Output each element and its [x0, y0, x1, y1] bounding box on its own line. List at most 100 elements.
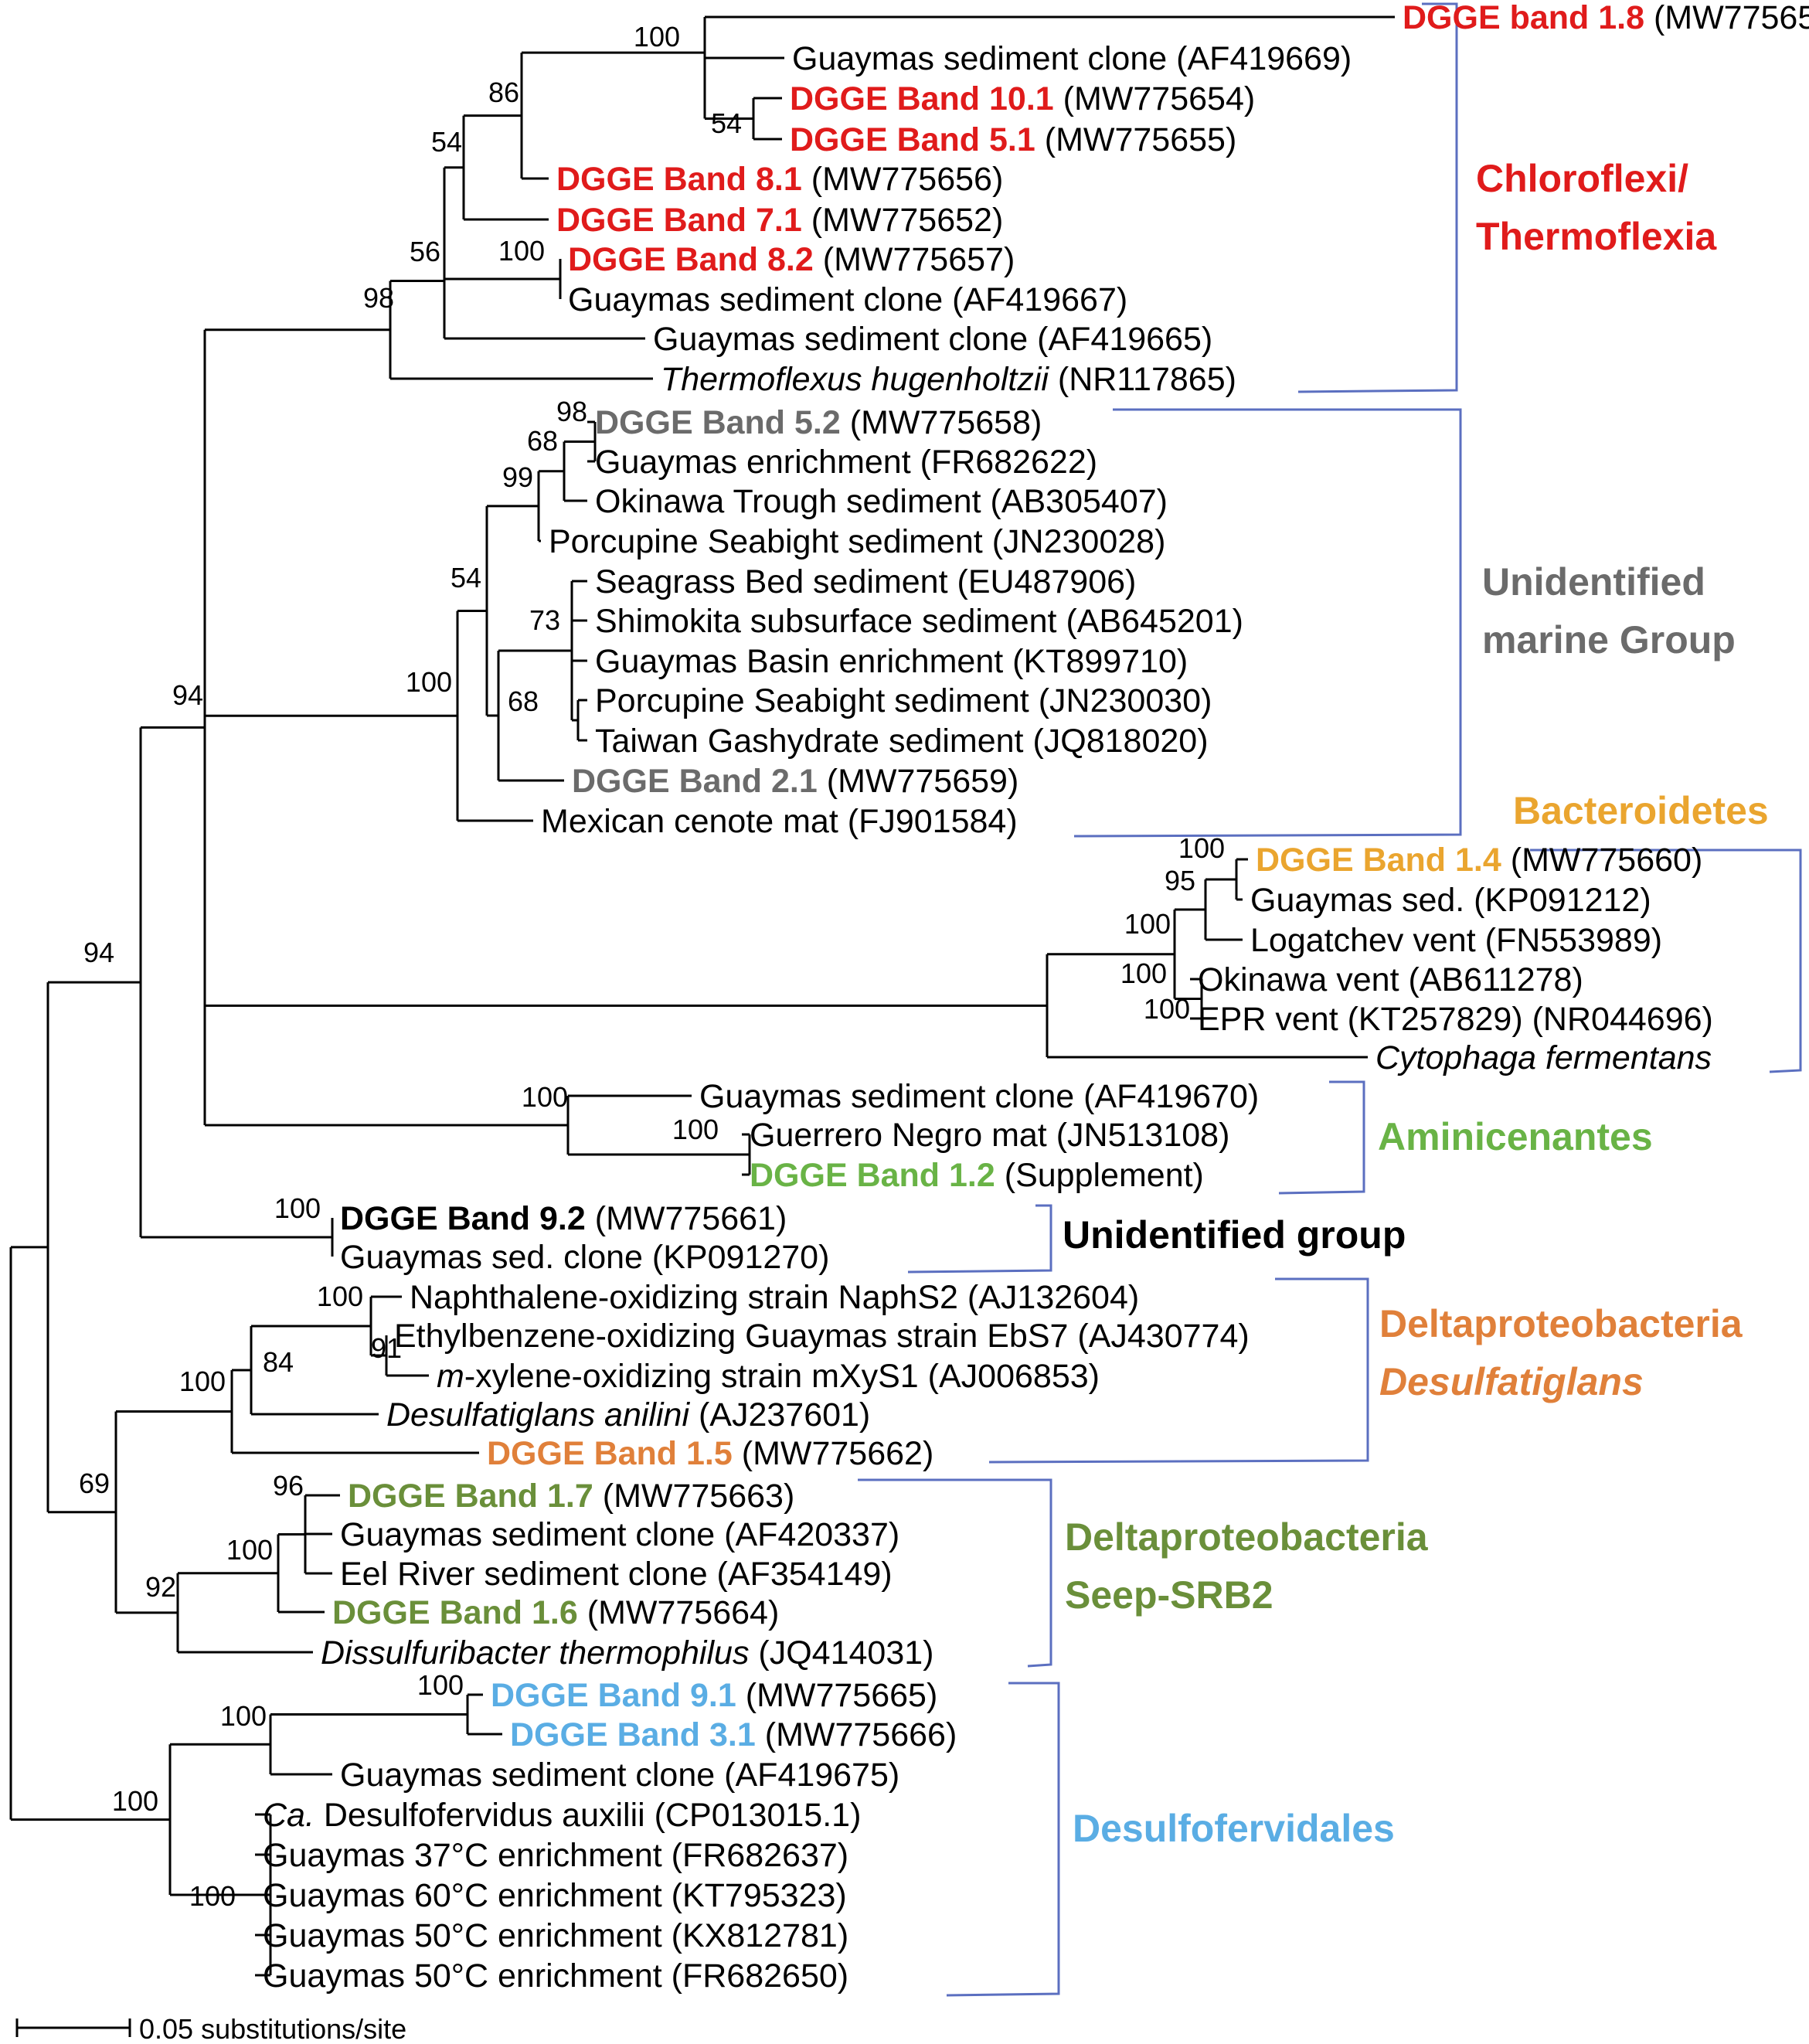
leaf-accession: (MW775655)	[1035, 121, 1236, 158]
leaf-accession: (FR682622)	[911, 444, 1097, 481]
bootstrap-value: 54	[431, 126, 462, 158]
leaf-name: Desulfofervidus auxilii	[315, 1797, 645, 1834]
leaf-label: Guaymas sediment clone (AF419667)	[568, 281, 1127, 318]
leaf-label: Taiwan Gashydrate sediment (JQ818020)	[595, 723, 1209, 760]
leaf-accession: (MW775656)	[802, 161, 1003, 198]
bootstrap-value: 94	[172, 679, 203, 711]
leaf-label: DGGE Band 5.2 (MW775658)	[595, 404, 1042, 441]
leaf-name: Naphthalene-oxidizing strain NaphS2	[410, 1279, 958, 1316]
leaf-label: Ethylbenzene-oxidizing Guaymas strain Eb…	[394, 1318, 1250, 1355]
leaf-label: DGGE Band 8.1 (MW775656)	[556, 161, 1003, 198]
bootstrap-value: 98	[363, 282, 394, 314]
bootstrap-value: 100	[189, 1880, 236, 1912]
leaf-accession: (JQ818020)	[1024, 723, 1209, 760]
bootstrap-value: 100	[220, 1700, 267, 1732]
bootstrap-value: 100	[498, 235, 545, 267]
leaf-accession: (FN553989)	[1476, 922, 1662, 959]
leaf-label: Cytophaga fermentans	[1375, 1039, 1712, 1076]
clade-label-line: Chloroflexi/	[1476, 157, 1688, 200]
bootstrap-value: 100	[522, 1081, 568, 1113]
leaf-name: Dissulfuribacter thermophilus	[321, 1634, 749, 1672]
leaf-label: DGGE Band 1.4 (MW775660)	[1256, 842, 1702, 879]
leaf-accession: (MW775658)	[841, 404, 1042, 441]
leaf-accession: (AB611278)	[1399, 961, 1583, 998]
leaf-name: Ethylbenzene-oxidizing Guaymas strain Eb…	[394, 1318, 1068, 1355]
clade-brackets	[858, 2, 1802, 1997]
leaf-label: Porcupine Seabight sediment (JN230028)	[549, 523, 1165, 560]
clade-label-aminicenantes: Aminicenantes	[1378, 1115, 1653, 1158]
leaf-name: DGGE Band 1.5	[487, 1435, 733, 1472]
leaf-name: Porcupine Seabight sediment	[549, 523, 983, 560]
leaf-label: DGGE Band 9.1 (MW775665)	[491, 1677, 937, 1714]
clade-bracket-unidentified_group	[907, 1204, 1052, 1274]
leaf-label: Porcupine Seabight sediment (JN230030)	[595, 682, 1212, 719]
leaf-label: Guaymas sediment clone (AF419665)	[653, 321, 1212, 358]
bootstrap-value: 96	[273, 1470, 304, 1502]
leaf-name: Okinawa vent	[1198, 961, 1399, 998]
bootstrap-value: 100	[1144, 993, 1190, 1025]
leaf-accession: (MW775664)	[578, 1594, 779, 1631]
clade-label-line: Bacteroidetes	[1513, 789, 1769, 832]
leaf-label: DGGE Band 2.1 (MW775659)	[572, 763, 1018, 800]
bootstrap-value: 100	[417, 1669, 464, 1701]
leaf-name: Shimokita subsurface sediment	[595, 603, 1057, 640]
leaf-accession: (EU487906)	[948, 563, 1137, 600]
leaf-accession: (NR117865)	[1049, 361, 1236, 398]
leaf-label: DGGE Band 1.6 (MW775664)	[332, 1594, 779, 1631]
leaf-label: Guaymas sediment clone (AF419670)	[699, 1078, 1259, 1115]
leaf-name: DGGE Band 1.2	[750, 1157, 995, 1194]
leaf-label: Guaymas 60°C enrichment (KT795323)	[263, 1877, 847, 1914]
leaf-accession: (MW775662)	[733, 1435, 933, 1472]
leaf-accession: (MW775663)	[593, 1478, 794, 1515]
clade-bracket-aminicenantes	[1278, 1080, 1365, 1195]
leaf-name: Eel River sediment clone	[340, 1556, 708, 1593]
leaf-label: Guaymas 50°C enrichment (KX812781)	[263, 1917, 848, 1954]
clade-label-line: marine Group	[1482, 618, 1736, 661]
leaf-accession: (AB305407)	[981, 483, 1168, 520]
leaf-name: Guaymas 37°C enrichment	[263, 1837, 662, 1874]
leaf-name: Guaymas enrichment	[595, 444, 911, 481]
bootstrap-value: 98	[556, 396, 587, 427]
leaf-accession: (MW775666)	[756, 1716, 957, 1753]
bootstrap-value: 100	[317, 1280, 363, 1312]
clade-label-line: Deltaproteobacteria	[1379, 1302, 1743, 1345]
leaf-accession: (KT899710)	[1003, 643, 1188, 680]
leaf-label: Dissulfuribacter thermophilus (JQ414031)	[321, 1634, 933, 1672]
leaf-accession: (FR682650)	[662, 1957, 848, 1995]
clade-label-unidentified_group: Unidentified group	[1063, 1213, 1406, 1257]
bootstrap-value: 68	[527, 425, 558, 457]
leaf-name: Guaymas sediment clone	[792, 40, 1167, 77]
bootstrap-value: 94	[83, 937, 114, 968]
leaf-accession: (AF419669)	[1167, 40, 1352, 77]
leaf-label: Shimokita subsurface sediment (AB645201)	[595, 603, 1243, 640]
leaf-name: Porcupine Seabight sediment	[595, 682, 1029, 719]
leaf-label: DGGE Band 8.2 (MW775657)	[568, 241, 1015, 278]
leaf-label: Naphthalene-oxidizing strain NaphS2 (AJ1…	[410, 1279, 1139, 1316]
leaf-accession: (Supplement)	[995, 1157, 1204, 1194]
leaf-label: Logatchev vent (FN553989)	[1250, 922, 1662, 959]
leaf-name: Mexican cenote mat	[541, 803, 838, 840]
clade-label-line: Aminicenantes	[1378, 1115, 1653, 1158]
leaf-accession: (MW775659)	[818, 763, 1018, 800]
leaf-name: DGGE Band 10.1	[790, 80, 1054, 117]
leaf-accession: (MW775660)	[1501, 842, 1702, 879]
leaf-name: Cytophaga fermentans	[1375, 1039, 1712, 1076]
leaf-accession: (CP013015.1)	[645, 1797, 862, 1834]
leaf-accession: (MW775653)	[1644, 0, 1809, 36]
leaf-accession: (AJ132604)	[958, 1279, 1139, 1316]
leaf-accession: (JQ414031)	[749, 1634, 933, 1672]
leaf-labels: DGGE band 1.8 (MW775653)Guaymas sediment…	[263, 0, 1809, 1995]
bootstrap-value: 100	[634, 21, 680, 53]
leaf-name: DGGE Band 2.1	[572, 763, 818, 800]
leaf-name: DGGE Band 8.1	[556, 161, 802, 198]
bootstrap-value: 100	[1178, 832, 1225, 864]
bootstrap-value: 95	[1165, 865, 1195, 896]
clade-label-bacteroidetes: Bacteroidetes	[1513, 789, 1769, 832]
leaf-label: DGGE Band 1.2 (Supplement)	[750, 1157, 1204, 1194]
leaf-label: Desulfatiglans anilini (AJ237601)	[386, 1396, 870, 1434]
leaf-accession: (AF419667)	[943, 281, 1127, 318]
leaf-label: m-xylene-oxidizing strain mXyS1 (AJ00685…	[437, 1358, 1100, 1395]
